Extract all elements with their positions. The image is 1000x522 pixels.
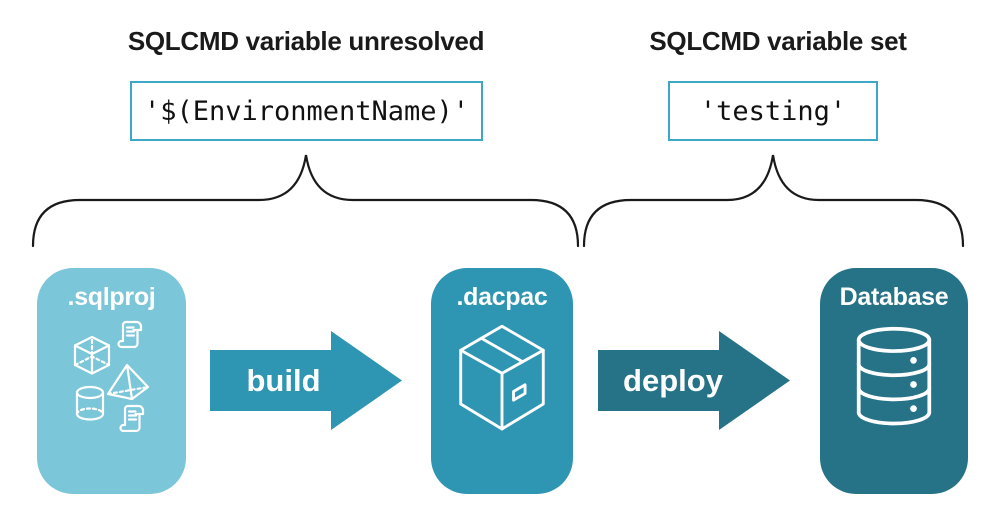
build-arrow-label: build <box>246 362 321 398</box>
build-arrow-shape <box>210 331 402 430</box>
sql-objects-icon <box>72 320 152 432</box>
left-brace <box>31 154 580 248</box>
build-arrow: build <box>210 331 402 430</box>
node-dacpac: .dacpac <box>431 268 573 494</box>
node-sqlproj: .sqlproj <box>37 268 186 494</box>
heading-variable-set: SQLCMD variable set <box>649 26 907 56</box>
node-database: Database <box>820 268 968 494</box>
deploy-arrow-label: deploy <box>623 362 723 398</box>
deploy-arrow: deploy <box>598 331 790 430</box>
code-testing-value: 'testing' <box>699 95 847 127</box>
deploy-arrow-shape <box>598 331 790 430</box>
package-box-icon <box>454 322 550 438</box>
node-database-label: Database <box>839 283 949 311</box>
heading-variable-unresolved: SQLCMD variable unresolved <box>127 26 485 56</box>
code-environment-variable: '$(EnvironmentName)' <box>143 95 470 127</box>
node-dacpac-label: .dacpac <box>456 283 548 311</box>
right-brace <box>582 154 965 248</box>
database-cylinder-icon <box>852 326 936 430</box>
node-sqlproj-label: .sqlproj <box>67 283 156 311</box>
code-box-testing-value: 'testing' <box>668 81 878 141</box>
code-box-environment-variable: '$(EnvironmentName)' <box>130 81 483 141</box>
